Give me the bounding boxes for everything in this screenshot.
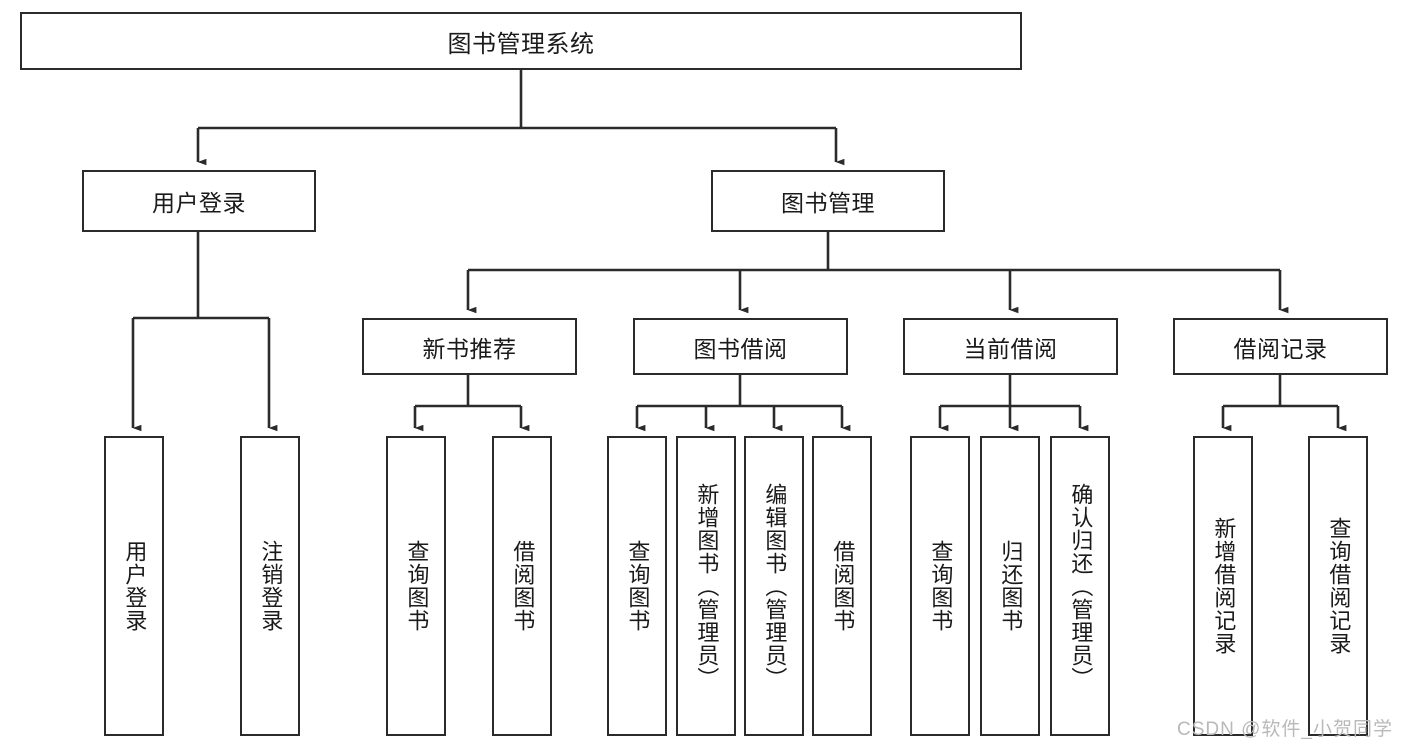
- node-label: 用户登录: [152, 190, 246, 216]
- node-label: 用户登录: [122, 540, 148, 632]
- node-label: 当前借阅: [963, 335, 1058, 362]
- node-user-login[interactable]: 用户登录: [82, 170, 316, 232]
- node-current-borrow[interactable]: 当前借阅: [903, 318, 1118, 375]
- node-book-borrow[interactable]: 图书借阅: [633, 318, 848, 375]
- node-label: 图书管理系统: [447, 30, 595, 58]
- node-leaf-borrow-book-2[interactable]: 借阅图书: [812, 436, 872, 736]
- node-label: 图书管理: [781, 190, 875, 216]
- node-leaf-return-book[interactable]: 归还图书: [980, 436, 1040, 736]
- node-label: 查询图书: [625, 540, 651, 632]
- node-label: 新增图书（管理员）: [694, 482, 720, 690]
- node-label: 借阅图书: [510, 540, 536, 632]
- node-label: 注销登录: [258, 540, 284, 632]
- node-label: 新增借阅记录: [1211, 517, 1237, 655]
- node-leaf-confirm-return[interactable]: 确认归还（管理员）: [1050, 436, 1110, 736]
- node-book-management-system[interactable]: 图书管理系统: [20, 12, 1022, 70]
- node-leaf-query-book-3[interactable]: 查询图书: [910, 436, 970, 736]
- node-leaf-add-record[interactable]: 新增借阅记录: [1193, 436, 1253, 736]
- node-leaf-logout-login[interactable]: 注销登录: [240, 436, 300, 736]
- node-leaf-borrow-book-1[interactable]: 借阅图书: [492, 436, 552, 736]
- node-leaf-edit-book[interactable]: 编辑图书（管理员）: [744, 436, 804, 736]
- node-label: 确认归还（管理员）: [1068, 482, 1094, 690]
- csdn-watermark: CSDN @软件_小贺同学: [1177, 719, 1393, 740]
- node-leaf-query-book-1[interactable]: 查询图书: [386, 436, 446, 736]
- node-label: 归还图书: [998, 540, 1024, 632]
- node-label: 新书推荐: [422, 335, 517, 362]
- node-leaf-query-record[interactable]: 查询借阅记录: [1308, 436, 1368, 736]
- node-leaf-query-book-2[interactable]: 查询图书: [607, 436, 667, 736]
- node-label: 查询图书: [928, 540, 954, 632]
- node-label: 借阅图书: [830, 540, 856, 632]
- node-new-book-recommend[interactable]: 新书推荐: [362, 318, 577, 375]
- node-label: 图书借阅: [693, 335, 788, 362]
- node-leaf-user-login[interactable]: 用户登录: [104, 436, 164, 736]
- node-borrow-record[interactable]: 借阅记录: [1173, 318, 1388, 375]
- node-book-management[interactable]: 图书管理: [711, 170, 945, 232]
- node-label: 编辑图书（管理员）: [762, 482, 788, 690]
- node-label: 借阅记录: [1233, 335, 1328, 362]
- node-leaf-add-book[interactable]: 新增图书（管理员）: [676, 436, 736, 736]
- node-label: 查询借阅记录: [1326, 517, 1352, 655]
- node-label: 查询图书: [404, 540, 430, 632]
